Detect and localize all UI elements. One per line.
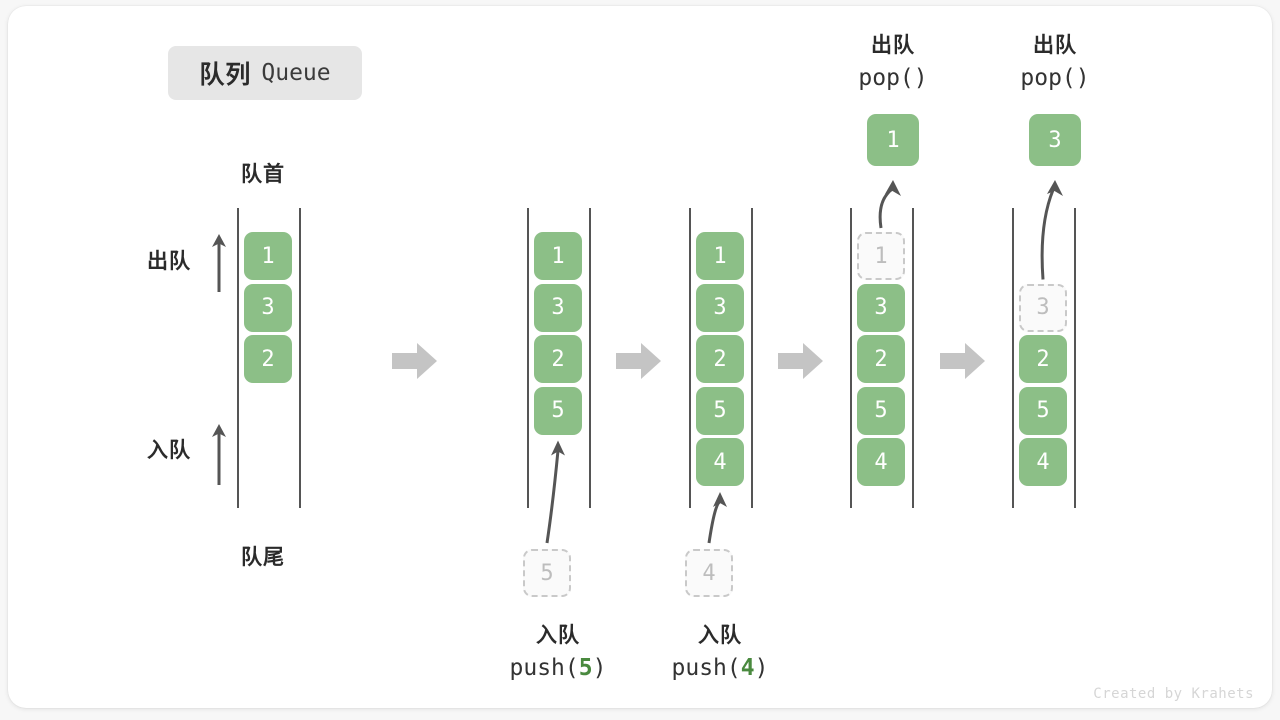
- pop-operation-label: 出队 pop(): [955, 30, 1155, 95]
- queue-rail-left: [237, 208, 239, 508]
- queue-rail-right: [912, 208, 914, 508]
- queue-cell: 4: [857, 438, 905, 486]
- enqueue-direction-label: 入队: [147, 439, 191, 462]
- popped-element: 1: [867, 114, 919, 166]
- push-label-cn: 入队: [536, 624, 580, 647]
- queue-cell: 4: [1019, 438, 1067, 486]
- queue-cell: 3: [244, 283, 292, 332]
- pop-label-code: pop(): [858, 65, 928, 92]
- queue-rail-left: [689, 208, 691, 508]
- step-arrow-3: [778, 341, 824, 381]
- queue-cell: 2: [534, 335, 582, 383]
- queue-cell: 1: [696, 232, 744, 280]
- queue-cell: 1: [244, 232, 292, 280]
- queue-rail-right: [1074, 208, 1076, 508]
- queue-cell: 3: [857, 283, 905, 332]
- queue-cell: 5: [1019, 386, 1067, 435]
- queue-rail-right: [589, 208, 591, 508]
- title-en: Queue: [261, 60, 331, 86]
- queue-cell: 5: [857, 386, 905, 435]
- queue-rail-right: [299, 208, 301, 508]
- pop-label-code: pop(): [1020, 65, 1090, 92]
- queue-rail-right: [751, 208, 753, 508]
- enqueue-arrow-icon: [210, 422, 228, 487]
- push-operation-label: 入队 push(5): [458, 620, 658, 685]
- queue-tail-label: 队尾: [241, 546, 285, 569]
- queue-cell: 4: [696, 438, 744, 486]
- incoming-element-ghost: 5: [523, 549, 571, 597]
- queue-cell-ghost: 1: [857, 232, 905, 280]
- queue-cell: 2: [244, 335, 292, 383]
- queue-cell: 2: [857, 335, 905, 383]
- queue-cell: 2: [1019, 335, 1067, 383]
- queue-cell: 5: [696, 386, 744, 435]
- step-arrow-4: [940, 341, 986, 381]
- push-label-code: push(4): [671, 655, 769, 682]
- incoming-element-ghost: 4: [685, 549, 733, 597]
- dequeue-direction-label: 出队: [147, 250, 191, 273]
- queue-cell: 3: [696, 283, 744, 332]
- queue-cell: 1: [534, 232, 582, 280]
- queue-rail-left: [527, 208, 529, 508]
- pop-label-cn: 出队: [1033, 34, 1077, 57]
- pop-operation-label: 出队 pop(): [793, 30, 993, 95]
- queue-cell: 3: [534, 283, 582, 332]
- step-arrow-1: [392, 341, 438, 381]
- dequeue-arrow-icon: [210, 232, 228, 294]
- queue-rail-left: [850, 208, 852, 508]
- queue-cell: 2: [696, 335, 744, 383]
- step-arrow-2: [616, 341, 662, 381]
- pop-label-cn: 出队: [871, 34, 915, 57]
- watermark: Created by Krahets: [1093, 686, 1254, 702]
- push-label-code: push(5): [509, 655, 607, 682]
- queue-cell: 5: [534, 386, 582, 435]
- queue-head-label: 队首: [241, 163, 285, 186]
- push-operation-label: 入队 push(4): [620, 620, 820, 685]
- title-badge: 队列 Queue: [168, 46, 362, 100]
- push-label-cn: 入队: [698, 624, 742, 647]
- title-cn: 队列: [199, 61, 252, 89]
- popped-element: 3: [1029, 114, 1081, 166]
- queue-rail-left: [1012, 208, 1014, 508]
- queue-cell-ghost: 3: [1019, 283, 1067, 332]
